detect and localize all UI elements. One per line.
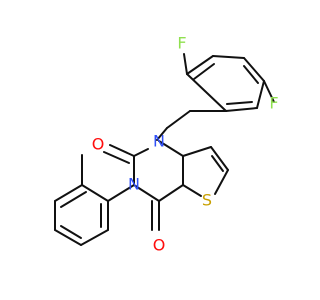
- diagram-background: [0, 0, 300, 300]
- bond: [133, 184, 160, 202]
- bond: [109, 144, 135, 157]
- bond: [214, 169, 229, 195]
- atom-label-o2: O: [153, 236, 166, 255]
- bond: [158, 140, 184, 157]
- bond: [54, 184, 83, 202]
- molecule-structure-diagram: F F N N O O S: [0, 0, 300, 300]
- bond: [54, 229, 82, 246]
- bond: [225, 107, 258, 112]
- atom-label-n3: N: [128, 175, 140, 194]
- bond-lines: [54, 53, 275, 246]
- bond: [182, 146, 212, 157]
- atom-label-s1: S: [202, 191, 212, 210]
- bond: [80, 229, 109, 246]
- atom-label-f1: F: [177, 34, 186, 53]
- bond: [60, 191, 87, 208]
- bond: [243, 57, 265, 82]
- bond: [256, 80, 265, 109]
- atom-label-o1: O: [92, 135, 105, 154]
- bond: [182, 184, 202, 197]
- bond: [210, 146, 229, 171]
- bond: [193, 63, 215, 80]
- bond: [60, 225, 82, 239]
- bond: [81, 184, 109, 202]
- bond: [166, 110, 191, 129]
- bond: [107, 184, 135, 202]
- bond: [211, 155, 224, 172]
- bond: [226, 101, 253, 105]
- atom-label-f2: F: [269, 94, 278, 113]
- bond: [186, 73, 227, 112]
- bond: [243, 65, 259, 84]
- bond: [186, 55, 214, 75]
- bond: [156, 127, 168, 141]
- bond: [103, 151, 130, 164]
- bond: [133, 148, 149, 157]
- bond: [263, 80, 275, 103]
- atom-label-n1: N: [153, 132, 165, 151]
- bond: [158, 184, 184, 202]
- bond: [183, 53, 188, 75]
- bond: [212, 55, 245, 59]
